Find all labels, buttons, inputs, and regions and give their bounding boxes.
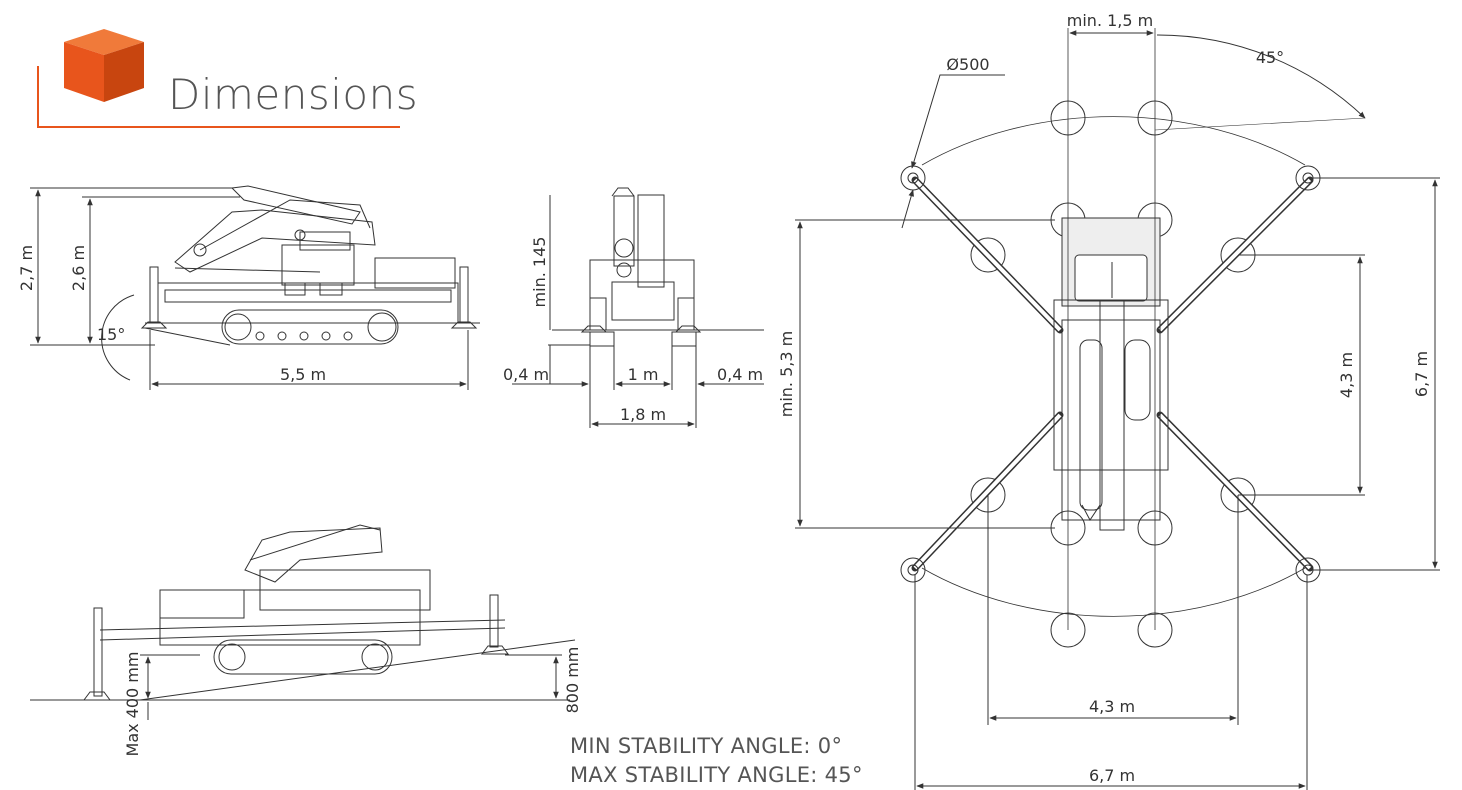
min-stability-note: MIN STABILITY ANGLE: 0° (570, 734, 843, 758)
front-clearance-label: min. 145 (530, 237, 549, 308)
top-pad-diameter-label: Ø500 (946, 55, 989, 74)
slope-max-leveling-label: Max 400 mm (123, 652, 142, 757)
front-total-width-label: 1,8 m (620, 405, 666, 424)
side-angle-label: 15° (97, 325, 125, 344)
side-view (140, 185, 480, 345)
front-left-offset-label: 0,4 m (503, 365, 549, 384)
top-min-length-label: min. 5,3 m (777, 331, 796, 417)
side-length-label: 5,5 m (280, 365, 326, 384)
page-title: Dimensions (168, 70, 419, 119)
side-height-1-label: 2,7 m (17, 245, 36, 291)
top-outer-width-label: 6,7 m (1089, 766, 1135, 785)
top-inner-length-label: 4,3 m (1337, 352, 1356, 398)
cube-logo-icon (37, 29, 400, 128)
front-track-width-label: 1 m (628, 365, 659, 384)
top-view (900, 100, 1321, 648)
front-view (552, 187, 764, 347)
top-min-gap-label: min. 1,5 m (1067, 11, 1153, 30)
slope-view (30, 524, 576, 701)
top-outer-length-label: 6,7 m (1412, 351, 1431, 397)
top-inner-width-label: 4,3 m (1089, 697, 1135, 716)
front-right-offset-label: 0,4 m (717, 365, 763, 384)
max-stability-note: MAX STABILITY ANGLE: 45° (570, 763, 863, 787)
slope-height-label: 800 mm (563, 647, 582, 714)
side-height-2-label: 2,6 m (69, 245, 88, 291)
top-angle-label: 45° (1256, 48, 1284, 67)
